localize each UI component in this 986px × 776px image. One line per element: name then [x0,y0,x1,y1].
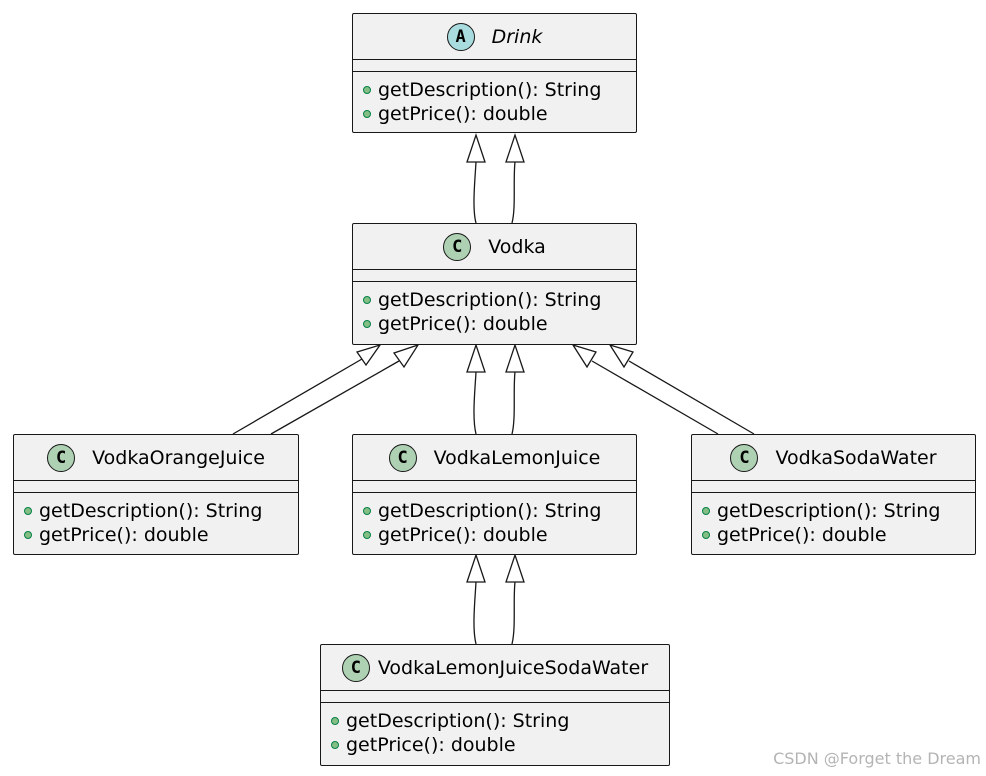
method-signature: getDescription(): String [717,500,941,522]
class-vodka-lemon-juice-soda-water[interactable]: C VodkaLemonJuiceSodaWater getDescriptio… [320,644,670,766]
method-signature: getPrice(): double [378,524,548,546]
method-row: getDescription(): String [24,499,294,523]
watermark: CSDN @Forget the Dream [773,749,981,768]
class-icon: C [730,443,759,472]
divider [353,71,636,72]
abstract-class-icon: A [446,22,475,51]
divider [321,702,669,703]
method-row: getPrice(): double [363,523,632,547]
method-list: getDescription(): String getPrice(): dou… [363,78,632,126]
divider [14,492,298,493]
public-visibility-icon [24,531,32,539]
class-name: VodkaLemonJuiceSodaWater [377,656,649,679]
class-header: C VodkaLemonJuice [353,435,636,480]
class-icon: C [388,443,417,472]
divider [353,269,636,270]
class-header: C Vodka [353,224,636,269]
public-visibility-icon [331,741,339,749]
class-vodka-lemon-juice[interactable]: C VodkaLemonJuice getDescription(): Stri… [352,434,637,555]
class-name: VodkaLemonJuice [433,446,601,469]
class-header: C VodkaLemonJuiceSodaWater [321,645,669,690]
divider [353,281,636,282]
public-visibility-icon [24,507,32,515]
public-visibility-icon [363,86,371,94]
method-row: getPrice(): double [363,102,632,126]
class-vodka-soda-water[interactable]: C VodkaSodaWater getDescription(): Strin… [691,434,976,555]
method-signature: getDescription(): String [346,710,570,732]
method-list: getDescription(): String getPrice(): dou… [24,499,294,547]
public-visibility-icon [702,507,710,515]
class-name: VodkaSodaWater [775,446,937,469]
method-row: getPrice(): double [363,312,632,336]
divider [321,690,669,691]
divider [692,492,975,493]
class-icon: C [47,443,76,472]
class-name: Vodka [488,235,546,258]
class-vodka[interactable]: C Vodka getDescription(): String getPric… [352,223,637,345]
edge-vodka-lemon-juice-vodka [466,342,525,435]
method-row: getDescription(): String [331,709,665,733]
public-visibility-icon [331,717,339,725]
divider [353,492,636,493]
method-signature: getPrice(): double [39,524,209,546]
edge-vodka-drink [466,132,525,224]
method-signature: getPrice(): double [717,524,887,546]
class-icon: C [443,232,472,261]
public-visibility-icon [363,507,371,515]
public-visibility-icon [363,110,371,118]
divider [14,480,298,481]
method-list: getDescription(): String getPrice(): dou… [331,709,665,757]
method-signature: getDescription(): String [378,289,602,311]
method-signature: getPrice(): double [378,103,548,125]
public-visibility-icon [702,531,710,539]
method-row: getDescription(): String [363,78,632,102]
method-row: getDescription(): String [363,288,632,312]
class-vodka-orange-juice[interactable]: C VodkaOrangeJuice getDescription(): Str… [13,434,299,555]
method-row: getPrice(): double [702,523,971,547]
edge-vodka-lemon-juice-soda-water-vodka-lemon-juice [466,552,525,645]
method-signature: getDescription(): String [378,500,602,522]
method-list: getDescription(): String getPrice(): dou… [702,499,971,547]
method-signature: getPrice(): double [378,313,548,335]
class-name: Drink [491,25,543,48]
method-list: getDescription(): String getPrice(): dou… [363,288,632,336]
method-signature: getDescription(): String [378,79,602,101]
class-header: C VodkaOrangeJuice [14,435,298,480]
edge-vodka-soda-water-vodka [571,343,755,435]
method-list: getDescription(): String getPrice(): dou… [363,499,632,547]
edge-vodka-orange-juice-vodka [232,343,420,435]
divider [353,480,636,481]
method-row: getPrice(): double [24,523,294,547]
divider [692,480,975,481]
public-visibility-icon [363,296,371,304]
public-visibility-icon [363,531,371,539]
public-visibility-icon [363,320,371,328]
method-row: getPrice(): double [331,733,665,757]
class-header: A Drink [353,14,636,59]
divider [353,59,636,60]
class-drink[interactable]: A Drink getDescription(): String getPric… [352,13,637,133]
class-name: VodkaOrangeJuice [92,446,265,469]
method-signature: getPrice(): double [346,734,516,756]
class-header: C VodkaSodaWater [692,435,975,480]
method-row: getDescription(): String [363,499,632,523]
class-icon: C [341,653,370,682]
method-row: getDescription(): String [702,499,971,523]
method-signature: getDescription(): String [39,500,263,522]
